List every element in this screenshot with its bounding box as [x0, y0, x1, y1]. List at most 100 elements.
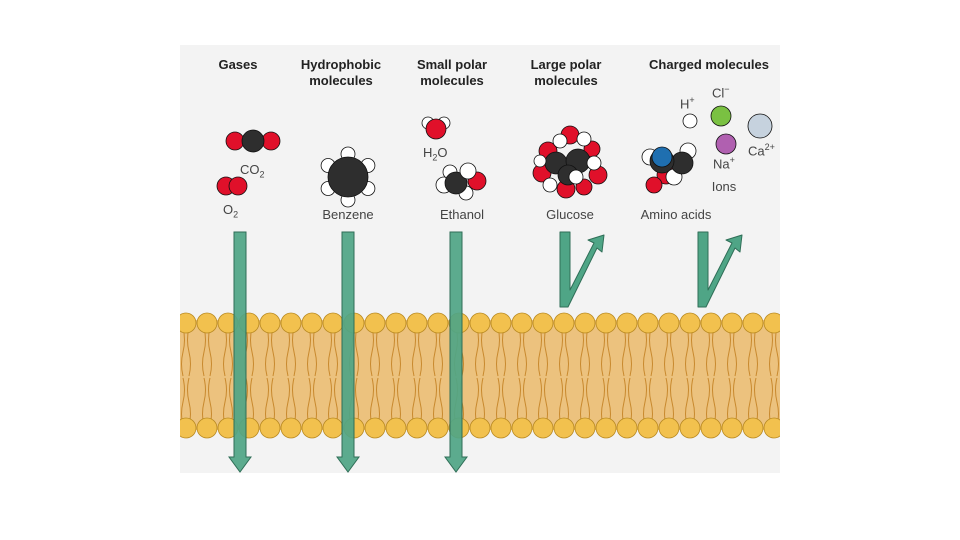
- lipid-tail: [586, 327, 590, 377]
- lipid-tail: [208, 327, 212, 377]
- h2o-label: H2O: [423, 145, 448, 163]
- lipid-tail: [250, 327, 254, 377]
- lipid-head: [259, 312, 281, 334]
- lipid-tail: [733, 327, 737, 377]
- ethanol-carbon-atom: [444, 171, 468, 195]
- lipid-head: [532, 312, 554, 334]
- glucose-hydrogen-atom: [576, 131, 592, 147]
- lipid-tail: [391, 327, 395, 377]
- arrow-hydrophobic-pass: [336, 231, 360, 473]
- lipid-head: [595, 417, 617, 439]
- lipid-head: [322, 417, 344, 439]
- amino-acids-label: Amino acids: [640, 207, 712, 222]
- lipid-tail: [727, 327, 731, 377]
- lipid-tail: [223, 327, 227, 377]
- lipid-head: [364, 417, 386, 439]
- lipid-tail: [397, 327, 401, 377]
- lipid-head: [385, 312, 407, 334]
- arrow-small-polar-pass: [444, 231, 468, 473]
- benzene-label: Benzene: [322, 207, 374, 222]
- lipid-head: [490, 417, 512, 439]
- lipid-tail: [376, 327, 380, 377]
- lipid-tail: [481, 327, 485, 377]
- lipid-head: [721, 312, 743, 334]
- lipid-head: [679, 417, 701, 439]
- o2-oxygen-atom: [228, 176, 248, 196]
- header-charged: Charged molecules: [649, 57, 769, 72]
- lipid-tail: [370, 327, 374, 377]
- arrow-large-polar-blocked: [559, 231, 605, 308]
- lipid-bilayer: [180, 312, 780, 439]
- co2-label: CO2: [240, 162, 265, 180]
- lipid-tail: [712, 327, 716, 377]
- lipid-tail: [607, 327, 611, 377]
- lipid-tail: [517, 327, 521, 377]
- ions-label: Ions: [711, 179, 737, 194]
- co2-oxygen-atom: [261, 131, 281, 151]
- diagram-panel: Gases Hydrophobic molecules Small polar …: [180, 45, 780, 473]
- lipid-tail: [748, 327, 752, 377]
- lipid-tail: [601, 327, 605, 377]
- lipid-head: [511, 312, 533, 334]
- lipid-tail: [664, 327, 668, 377]
- lipid-tail: [649, 327, 653, 377]
- lipid-head: [679, 312, 701, 334]
- lipid-tail: [643, 327, 647, 377]
- membrane-permeability-diagram: [180, 105, 780, 473]
- lipid-head: [721, 417, 743, 439]
- lipid-tail: [706, 327, 710, 377]
- lipid-tail: [496, 327, 500, 377]
- lipid-head: [427, 417, 449, 439]
- amino-acid-oxygen-atom: [645, 176, 663, 194]
- lipid-head: [637, 417, 659, 439]
- lipid-tail: [271, 327, 275, 377]
- lipid-tail: [559, 327, 563, 377]
- lipid-tail: [418, 327, 422, 377]
- sodium-ion: [715, 133, 737, 155]
- lipid-tail: [265, 327, 269, 377]
- membrane-interior: [180, 320, 780, 430]
- lipid-tail: [580, 327, 584, 377]
- lipid-head: [700, 312, 722, 334]
- lipid-tail: [328, 327, 332, 377]
- chloride-ion-label: Cl−: [712, 84, 730, 101]
- lipid-tail: [622, 327, 626, 377]
- lipid-tail: [307, 327, 311, 377]
- lipid-tail: [187, 327, 191, 377]
- lipid-tail: [286, 327, 290, 377]
- lipid-tail: [334, 327, 338, 377]
- benzene-carbon-core: [327, 156, 369, 198]
- lipid-tail: [544, 327, 548, 377]
- lipid-head: [616, 312, 638, 334]
- lipid-head: [427, 312, 449, 334]
- lipid-head: [595, 312, 617, 334]
- lipid-tail: [502, 327, 506, 377]
- lipid-head: [658, 417, 680, 439]
- lipid-head: [406, 312, 428, 334]
- amino-acid-carbon-atom: [670, 151, 694, 175]
- lipid-head: [196, 417, 218, 439]
- lipid-head: [280, 312, 302, 334]
- arrow-charged-blocked: [697, 231, 743, 308]
- lipid-tail: [439, 327, 443, 377]
- lipid-tail: [475, 327, 479, 377]
- lipid-tail: [628, 327, 632, 377]
- lipid-tail: [412, 327, 416, 377]
- lipid-tail: [754, 327, 758, 377]
- molecule-models: [216, 105, 773, 208]
- co2-oxygen-atom: [225, 131, 245, 151]
- header-large-polar: Large polar molecules: [530, 57, 602, 88]
- header-small-polar: Small polar molecules: [416, 57, 488, 88]
- lipid-head: [763, 417, 780, 439]
- lipid-tail: [202, 327, 206, 377]
- lipid-tail: [565, 327, 569, 377]
- lipid-head: [532, 417, 554, 439]
- lipid-tail: [670, 327, 674, 377]
- calcium-ion: [747, 113, 773, 139]
- lipid-tail: [355, 327, 359, 377]
- lipid-tail: [181, 327, 185, 377]
- ethanol-hydrogen-atom: [459, 162, 477, 180]
- lipid-tail: [313, 327, 317, 377]
- glucose-hydrogen-atom: [568, 169, 584, 185]
- arrow-gases-pass: [228, 231, 252, 473]
